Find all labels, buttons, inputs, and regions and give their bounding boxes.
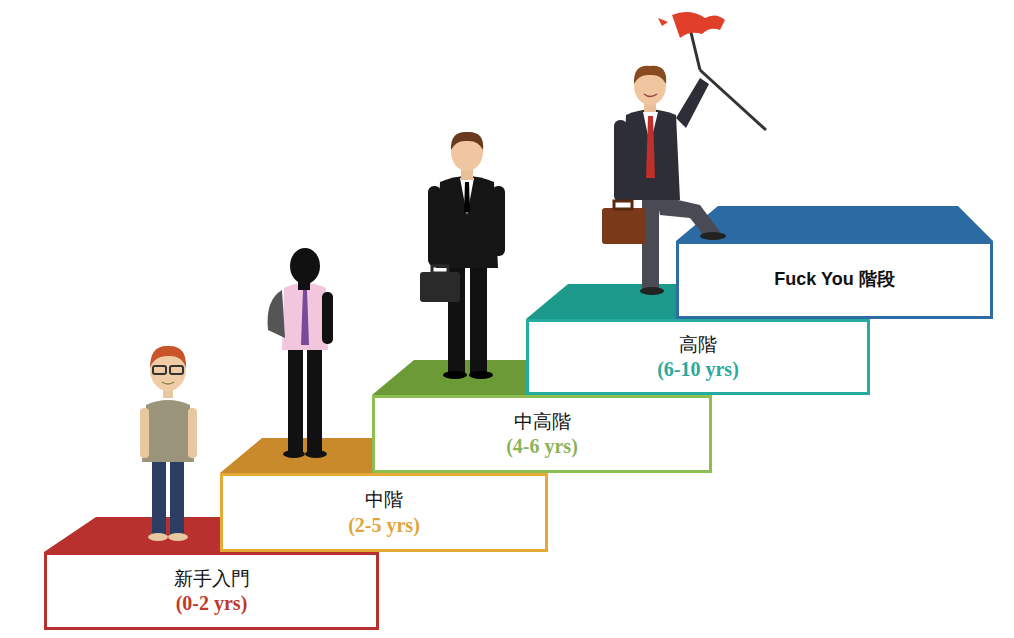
step-label: 高階 [679, 332, 717, 357]
beginner-figure [140, 346, 197, 541]
step-label: 中高階 [514, 409, 571, 434]
step-box: 高階(6-10 yrs) [526, 319, 870, 395]
years-label: (0-2 yrs) [176, 590, 248, 616]
step-box: 中高階(4-6 yrs) [372, 395, 712, 473]
years-label: (2-5 yrs) [348, 512, 420, 538]
step-box: Fuck You 階段 [676, 241, 993, 319]
years-label: (6-10 yrs) [657, 356, 739, 382]
step-box: 新手入門(0-2 yrs) [44, 552, 379, 630]
step-label: 新手入門 [174, 566, 250, 591]
step-label: 中階 [365, 487, 403, 512]
step-box: 中階(2-5 yrs) [220, 473, 548, 552]
senior-mid-figure [420, 132, 505, 379]
step-top [676, 206, 993, 241]
step-label: Fuck You 階段 [774, 268, 894, 291]
years-label: (4-6 yrs) [506, 433, 578, 459]
mid-level-figure [268, 248, 333, 458]
